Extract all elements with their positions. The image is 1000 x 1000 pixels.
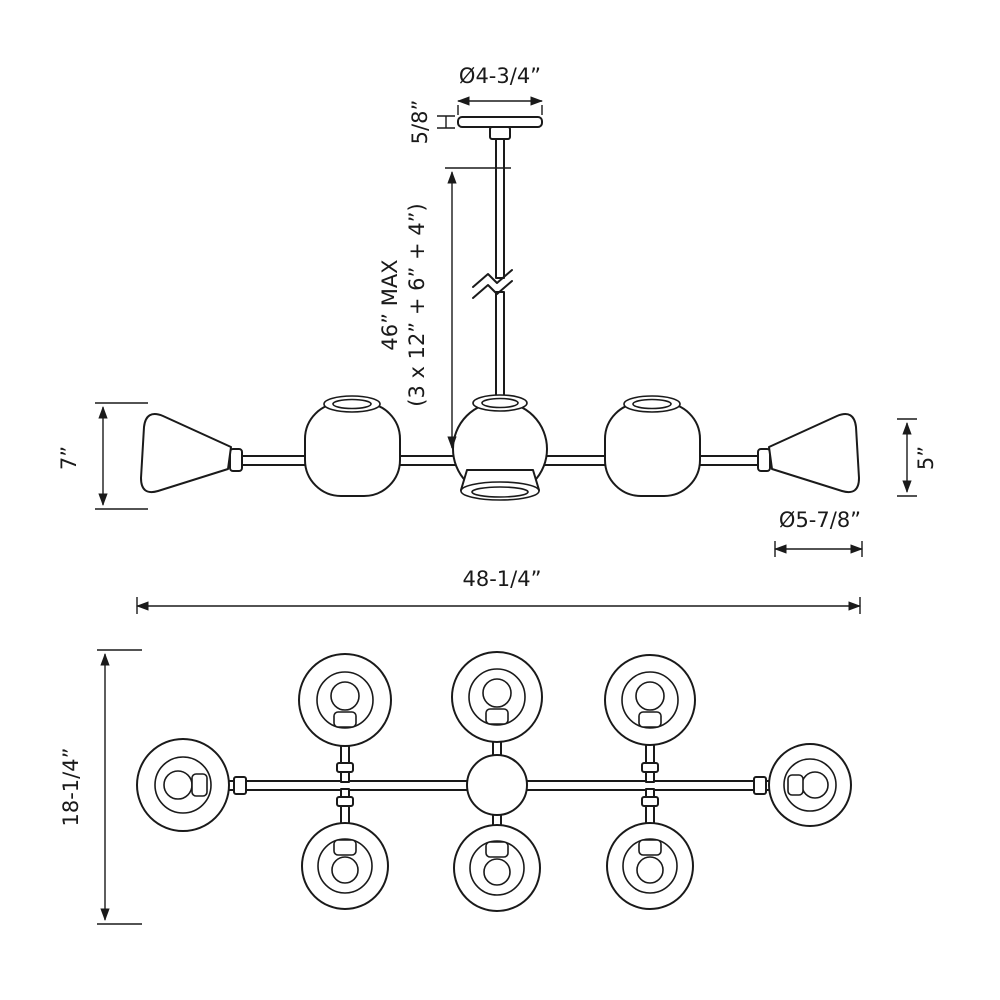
plan-globe-bottom-right	[606, 822, 694, 910]
plan-globe-top-center	[451, 651, 543, 743]
dim-overall-width: 48-1/4”	[463, 567, 542, 591]
dim-shade-diameter: Ø5-7/8”	[779, 508, 861, 532]
rod-break-mark	[472, 269, 513, 288]
center-rim-inner	[481, 397, 519, 409]
plan-arm-joint	[753, 776, 767, 795]
stem-collar	[336, 762, 354, 773]
globe-shade	[604, 402, 701, 497]
dim-left-shade-height: 7”	[57, 446, 81, 470]
right-cone-shade	[768, 413, 860, 494]
canopy-collar	[489, 126, 511, 140]
arm-joint-right	[757, 448, 771, 472]
left-cone-shade	[140, 413, 232, 494]
rod-break-mark	[472, 280, 513, 299]
plan-globe-bottom-left	[301, 822, 389, 910]
stem-collar	[641, 796, 659, 807]
plan-hub	[466, 754, 528, 816]
canopy	[457, 116, 543, 128]
dim-right-shade-height: 5”	[914, 446, 938, 470]
arm-joint-left	[229, 448, 243, 472]
rod-upper	[495, 138, 505, 279]
plan-globe-bottom-center	[453, 824, 541, 912]
down-shade-rim-inner	[471, 486, 529, 498]
dim-rod-breakdown: (3 x 12” + 6” + 4”)	[405, 203, 429, 407]
globe-rim-inner	[332, 398, 372, 410]
stem-collar	[641, 762, 659, 773]
plan-view	[136, 651, 852, 912]
globe-rim-inner	[632, 398, 672, 410]
dim-overall-depth: 18-1/4”	[59, 748, 83, 827]
plan-globe-top-right	[604, 654, 696, 746]
plan-arm-joint	[233, 776, 247, 795]
plan-globe-left	[136, 738, 230, 832]
elevation-view	[140, 116, 860, 501]
stem-collar	[336, 796, 354, 807]
dim-canopy-diameter: Ø4-3/4”	[459, 64, 541, 88]
dim-canopy-height: 5/8”	[408, 100, 432, 145]
plan-globe-right	[768, 743, 852, 827]
rod-lower	[495, 291, 505, 405]
globe-shade	[304, 402, 401, 497]
plan-globe-top-left	[298, 653, 392, 747]
dim-rod-max: 46” MAX	[378, 259, 402, 350]
dimensions: Ø4-3/4” 5/8” 46” MAX (3 x 12” + 6” + 4”)…	[57, 64, 938, 925]
